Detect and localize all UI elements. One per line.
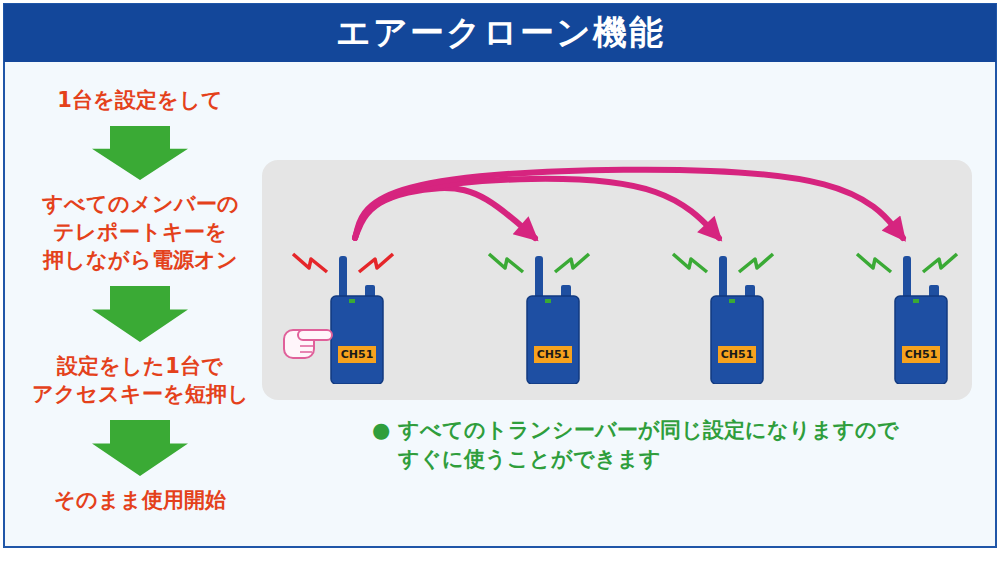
title-text: エアークローン機能 <box>4 4 996 62</box>
flow-arrow <box>92 420 188 476</box>
pointing-hand <box>284 330 332 358</box>
signal-bolt <box>555 254 589 272</box>
signal-bolt <box>293 254 327 272</box>
step-text: そのまま使用開始 <box>20 486 260 514</box>
step-text-box: 設定をした1台で アクセスキーを短押し <box>20 352 260 408</box>
signal-bolt <box>673 254 707 272</box>
signal-bolt <box>857 254 891 272</box>
title-band <box>4 4 996 62</box>
signal-bolt <box>739 254 773 272</box>
step-text-box: そのまま使用開始 <box>20 486 260 514</box>
transceiver: CH51 <box>327 238 387 384</box>
channel-label: CH51 <box>338 346 376 363</box>
step-text: すべてのメンバーの テレポートキーを 押しながら電源オン <box>20 190 260 274</box>
flow-arrow <box>92 126 188 180</box>
step-text: 1台を設定をして <box>20 86 260 114</box>
signal-bolt <box>359 254 393 272</box>
channel-label: CH51 <box>534 346 572 363</box>
signal-bolt <box>923 254 957 272</box>
channel-label: CH51 <box>902 346 940 363</box>
step-text-box: 1台を設定をして <box>20 86 260 114</box>
step-text-box: すべてのメンバーの テレポートキーを 押しながら電源オン <box>20 190 260 274</box>
frame <box>4 4 996 547</box>
signal-bolt <box>489 254 523 272</box>
channel-label: CH51 <box>718 346 756 363</box>
panel <box>262 160 972 400</box>
transceiver: CH51 <box>523 238 583 384</box>
step-text: 設定をした1台で アクセスキーを短押し <box>20 352 260 408</box>
clone-arrow <box>355 179 719 238</box>
clone-arrow <box>355 170 903 238</box>
note-text: ● すべてのトランシーバーが同じ設定になりますので すぐに使うことができます <box>372 416 958 474</box>
transceiver: CH51 <box>707 238 767 384</box>
transceiver: CH51 <box>891 238 951 384</box>
clone-arrow <box>355 188 535 238</box>
signal-bolts <box>293 254 957 272</box>
flow-arrow <box>92 286 188 342</box>
